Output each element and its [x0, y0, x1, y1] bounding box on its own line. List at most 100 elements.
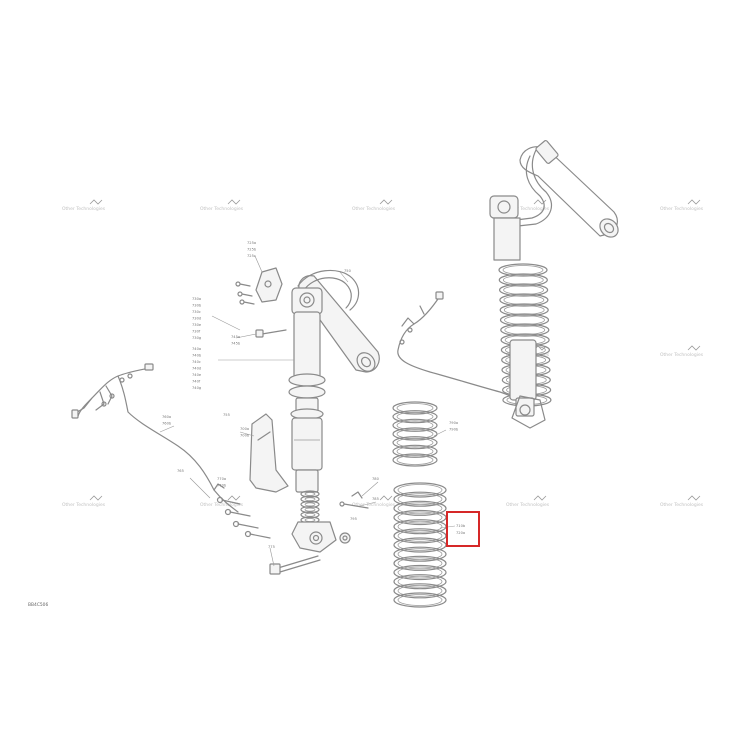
watermark-mark [227, 495, 241, 501]
part-number-label: 730b [192, 304, 202, 308]
spring-coil-inner [397, 566, 443, 579]
part-number-label: 740e [192, 373, 202, 377]
watermark-mark [687, 345, 701, 351]
watermark-mark [227, 199, 241, 205]
part-number-label: 745a [231, 335, 240, 339]
spring-coil-inner [502, 265, 544, 275]
spring-coil [392, 427, 438, 441]
part-number-label: 760b [162, 422, 172, 426]
spring-coil [499, 303, 549, 317]
spring-coil [393, 491, 447, 507]
part-number-label: 775 [268, 545, 275, 549]
watermark-mark [687, 199, 701, 205]
spring-coil [300, 511, 320, 519]
part-number-label: 725c [247, 254, 256, 258]
watermark-text: Other Technologies [506, 206, 550, 212]
spring-coil [393, 555, 447, 571]
spring-coil-inner [304, 497, 316, 502]
part-number-label: 730e [192, 323, 202, 327]
spring-coil [498, 273, 548, 287]
watermark-mark [687, 495, 701, 501]
part-number-label: 765 [177, 469, 184, 473]
watermark-text: Other Technologies [62, 502, 106, 508]
spring-coil [393, 519, 447, 535]
watermark-mark [379, 199, 393, 205]
spring-coil-inner [503, 295, 545, 305]
highlighted-part-callout: 710b 720a [446, 511, 480, 547]
spring-coil [498, 283, 549, 297]
spring-coil [300, 490, 320, 498]
part-number-label: 740f [192, 380, 201, 384]
spring-coil [500, 323, 550, 337]
part-number-label: 740b [192, 354, 202, 358]
part-number-label: 790b [449, 428, 459, 432]
watermark-text: Other Technologies [62, 206, 106, 212]
spring-coil [393, 574, 447, 590]
left-wiring-harness [71, 363, 239, 513]
lower-coil-spring [393, 482, 447, 608]
spring-coil [393, 592, 447, 608]
part-number-label: 750 [344, 269, 352, 273]
part-number-label: 780 [372, 477, 380, 481]
watermark-text: Other Technologies [660, 502, 704, 508]
spring-coil [300, 500, 320, 508]
spring-coil [392, 418, 438, 432]
part-number-labels: 725a725b725c730a730b730c730d730e730f730g… [162, 241, 459, 549]
watermark-mark [89, 199, 103, 205]
watermark-text: Other Technologies [352, 206, 396, 212]
spring-coil [499, 313, 550, 327]
spring-coil [300, 495, 320, 503]
spring-coil-inner [397, 511, 443, 524]
part-number-label: 760a [162, 415, 171, 419]
part-number-label: 730g [192, 336, 201, 340]
spring-coil-inner [304, 492, 316, 496]
spring-coil [300, 506, 320, 514]
spring-coil-inner [504, 315, 545, 325]
spring-coil-inner [304, 507, 316, 512]
part-number-label: 745b [231, 342, 241, 346]
part-number-label: 725b [247, 248, 257, 252]
center-shock-absorber [288, 269, 380, 553]
spring-coil [393, 482, 447, 498]
spring-coil-inner [397, 520, 443, 533]
spring-coil [392, 444, 438, 458]
spring-coil-inner [396, 455, 434, 465]
spring-coil-inner [502, 275, 544, 285]
part-number-label: 785 [372, 497, 379, 501]
spring-coil-inner [397, 529, 443, 542]
spring-coil-inner [397, 575, 443, 588]
spring-coil-inner [304, 502, 316, 507]
spring-coil [392, 436, 438, 450]
watermark-text: Other Technologies [660, 352, 704, 358]
part-number-label: 770b [217, 484, 227, 488]
part-number-label: 770a [217, 477, 226, 481]
leader-lines [159, 255, 456, 567]
upper-right-shock-absorber [489, 140, 619, 429]
watermark-text: Other Technologies [660, 206, 704, 212]
part-number-label: 790a [449, 421, 458, 425]
spring-coil-inner [397, 594, 443, 606]
part-number-label: 730c [192, 310, 201, 314]
spring-coil [498, 263, 548, 277]
hardware-bolts [216, 267, 369, 575]
spring-coil [393, 583, 447, 599]
highlight-label-1: 710b [456, 524, 466, 528]
spring-coil-inner [504, 325, 546, 335]
spring-coil [393, 500, 447, 516]
part-number-label: 700a [240, 427, 249, 431]
part-number-label: 740c [192, 360, 201, 364]
part-number-label: 730d [192, 317, 201, 321]
spring-coil-inner [397, 493, 443, 506]
spring-coil [392, 401, 438, 415]
spring-coil [393, 546, 447, 562]
right-wiring-harness [397, 291, 527, 407]
watermark-mark [533, 495, 547, 501]
spring-coil-inner [397, 502, 443, 515]
part-number-label: 700b [240, 434, 250, 438]
part-number-label: 740a [192, 347, 201, 351]
spring-coil [499, 293, 549, 307]
part-number-label: 730a [192, 297, 201, 301]
